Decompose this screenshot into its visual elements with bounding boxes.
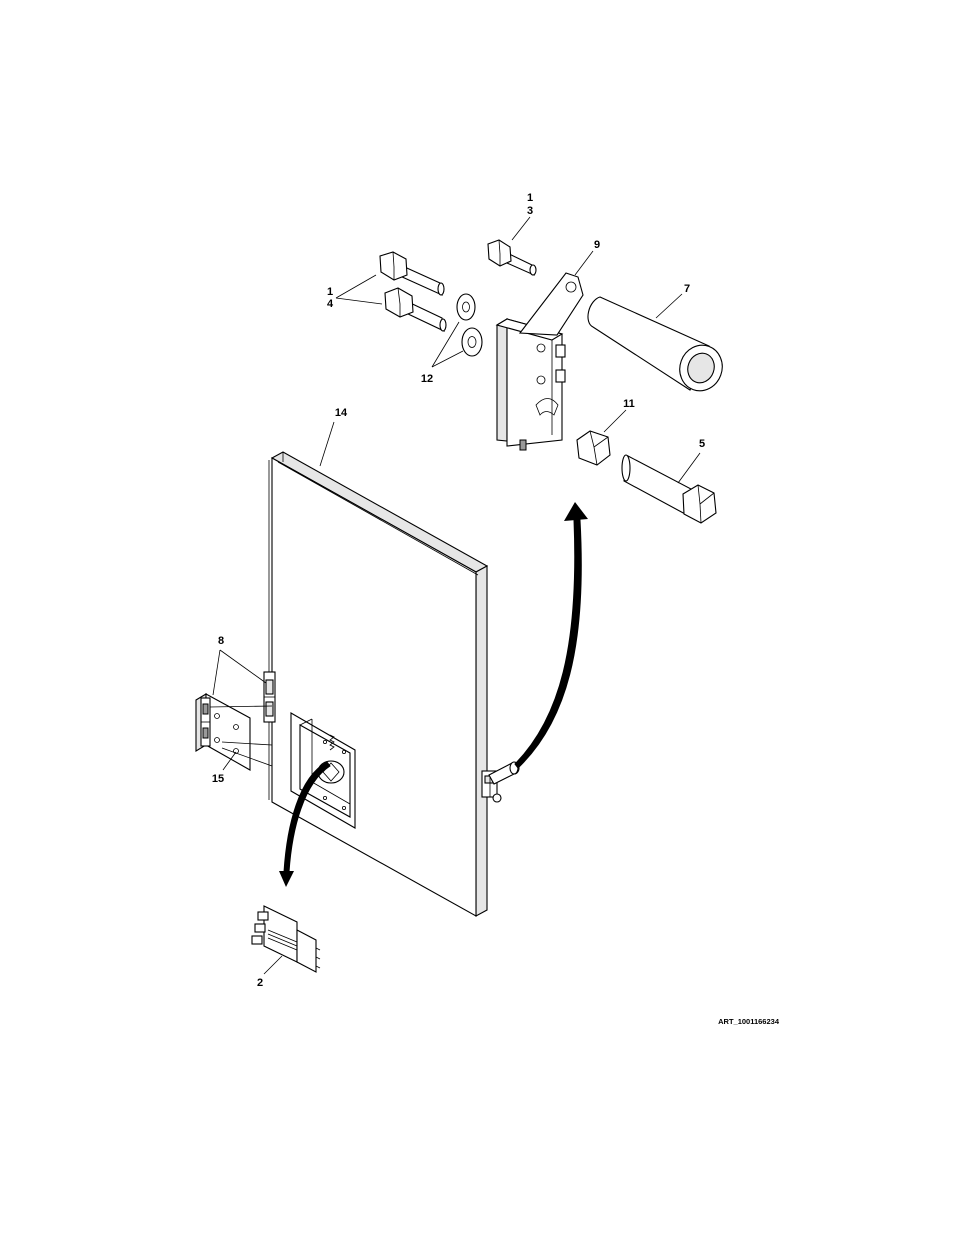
door-panel xyxy=(269,452,487,916)
callout-15: 15 xyxy=(212,773,224,785)
latch-bracket xyxy=(497,273,583,450)
callout-1-lower: 1 xyxy=(327,286,333,298)
callout-9: 9 xyxy=(594,239,600,251)
bolt-large xyxy=(622,455,716,523)
callout-11: 11 xyxy=(623,398,635,410)
callout-14: 14 xyxy=(335,407,348,419)
door-hinges xyxy=(264,672,275,722)
handle-tube xyxy=(588,297,729,397)
callout-12: 12 xyxy=(421,373,433,385)
art-id-label: ART_1001166234 xyxy=(718,1017,780,1026)
callout-7: 7 xyxy=(684,283,690,295)
callout-5: 5 xyxy=(699,438,705,450)
hex-nut xyxy=(577,431,610,465)
connector-assembly xyxy=(252,906,320,972)
callout-3: 3 xyxy=(527,205,533,217)
bolt-lower xyxy=(385,288,446,331)
washer-upper xyxy=(457,294,475,320)
curved-arrow-up-icon xyxy=(515,502,588,768)
washer-lower xyxy=(462,328,482,356)
callout-8: 8 xyxy=(218,635,224,647)
hinge-plate xyxy=(196,694,272,770)
callout-4: 4 xyxy=(327,298,334,310)
callout-1-upper: 1 xyxy=(527,192,533,204)
bolt-upper xyxy=(380,252,444,295)
callout-2: 2 xyxy=(257,977,263,989)
bolt-small xyxy=(488,240,536,275)
